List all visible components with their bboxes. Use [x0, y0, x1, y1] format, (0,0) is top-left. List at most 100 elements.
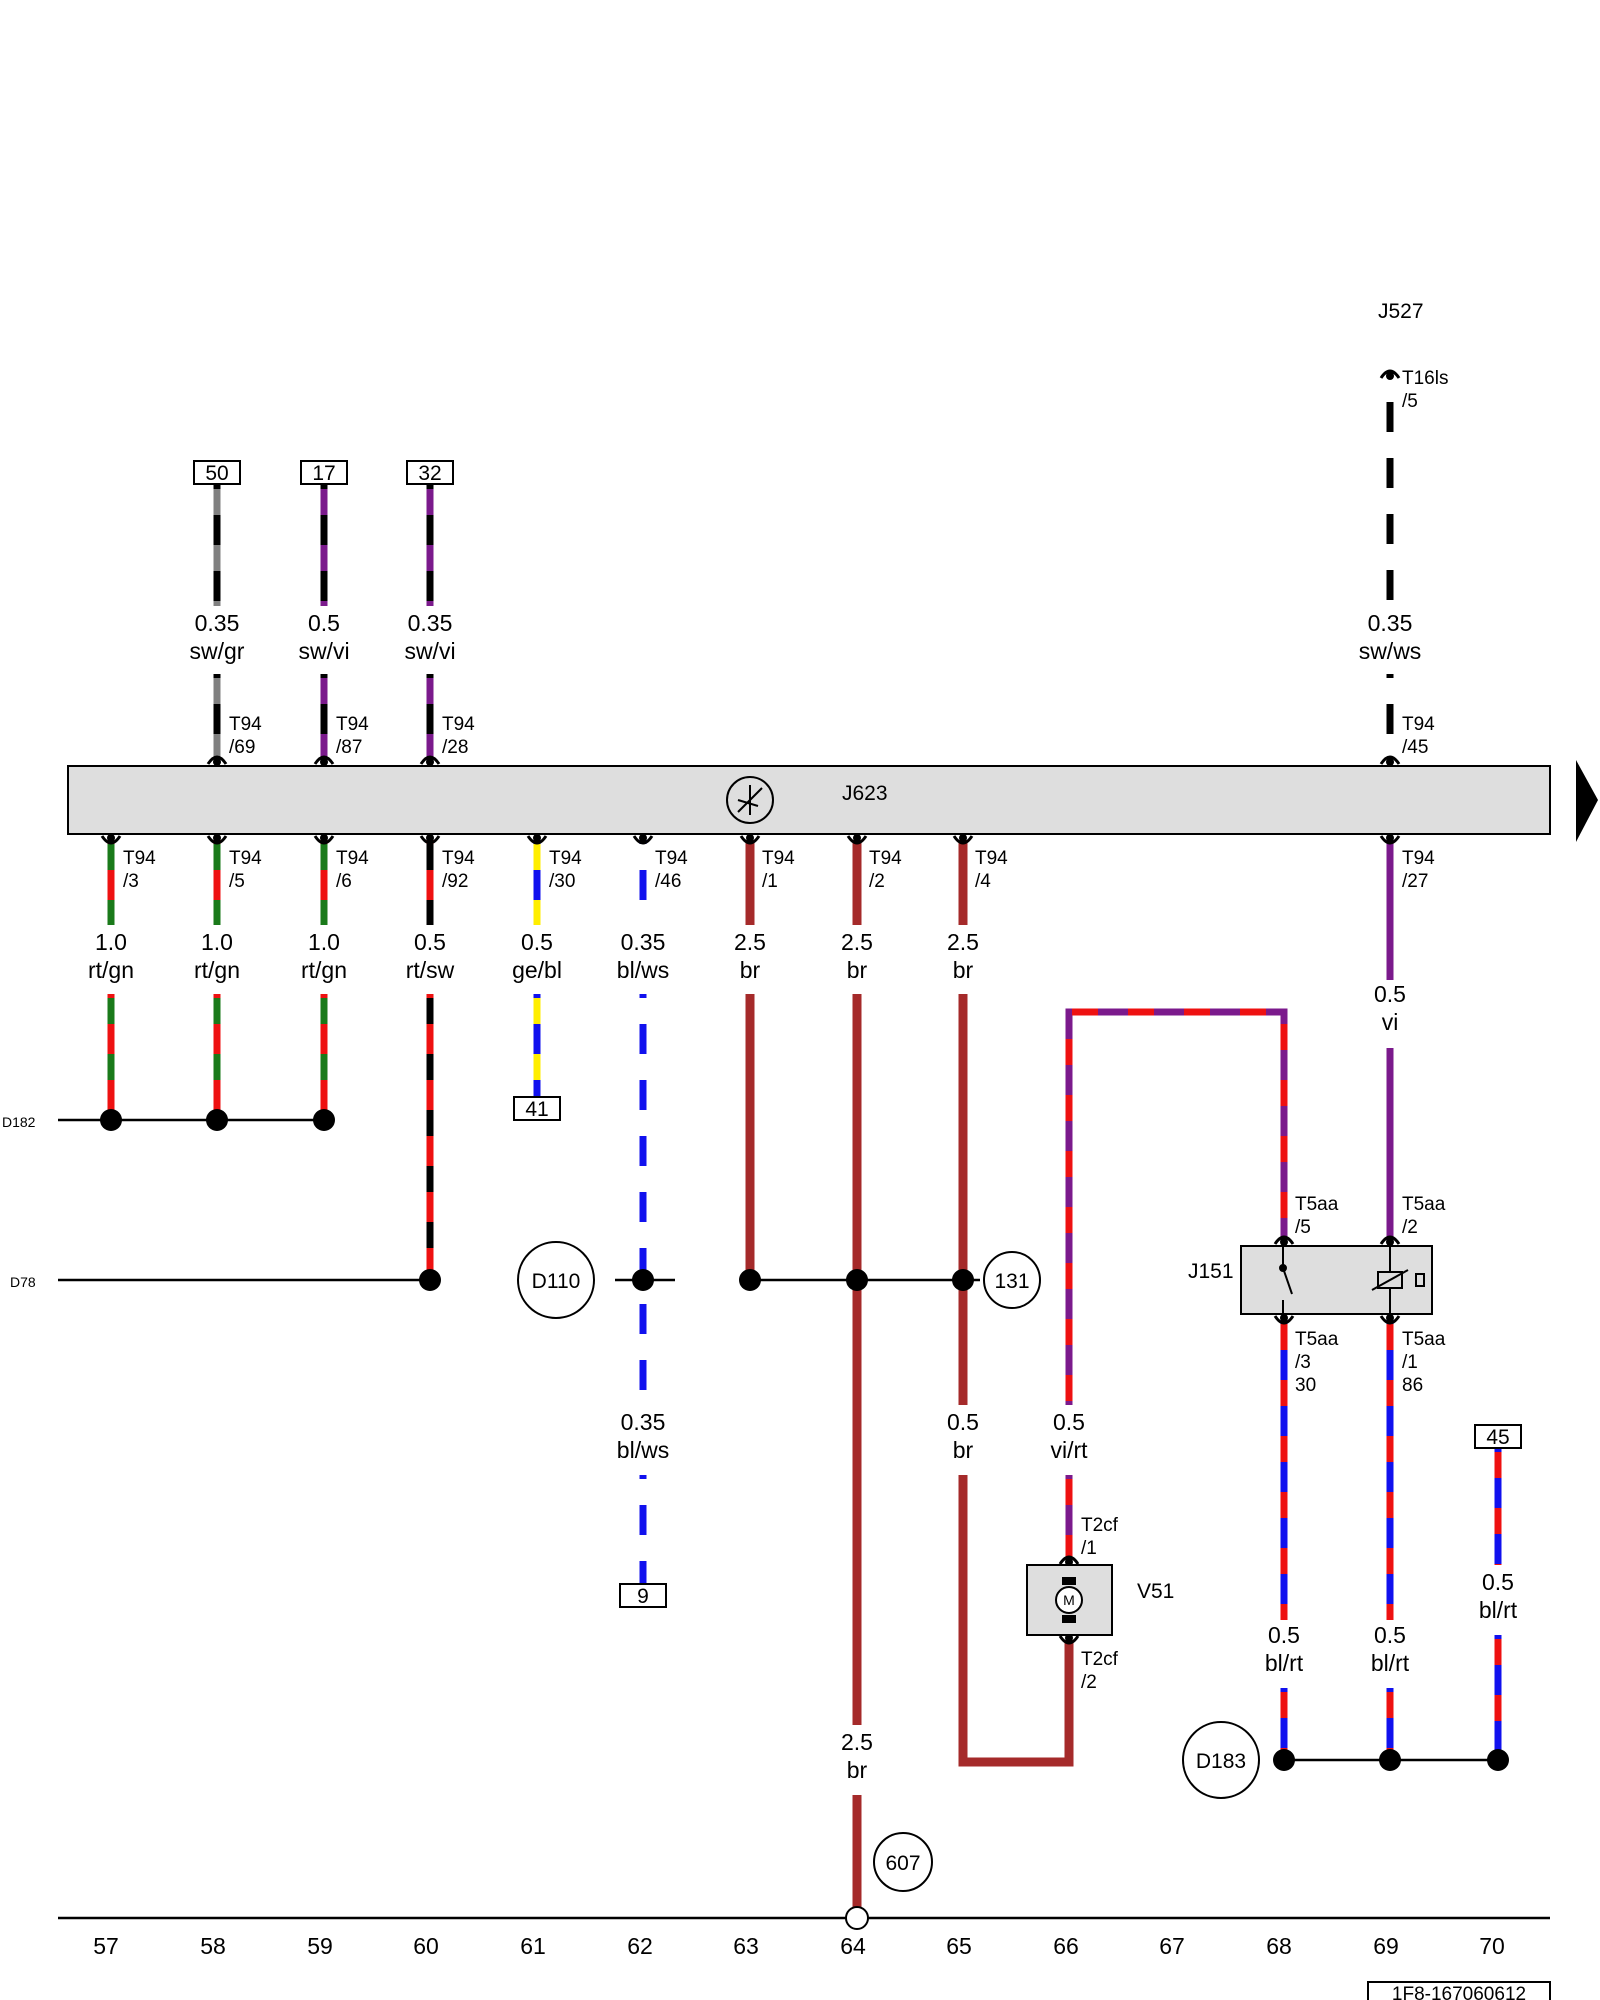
terminal-pin: [959, 834, 967, 842]
terminal-arc: [419, 835, 441, 845]
terminal-pin: [213, 758, 221, 766]
relay-j151[interactable]: J151: [1188, 1245, 1433, 1315]
pin-label: T94: [229, 714, 262, 735]
junction-dot: [1487, 1749, 1509, 1771]
pin-label: /4: [975, 871, 991, 892]
pin-label: T94: [975, 848, 1008, 869]
motor-v51[interactable]: M V51: [1026, 1564, 1174, 1636]
pin-label: /28: [442, 737, 468, 758]
pin-label: 30: [1295, 1375, 1316, 1396]
pin-label: T5aa: [1295, 1329, 1339, 1350]
ref-box-50[interactable]: 50: [193, 460, 241, 485]
pin-label: T2cf: [1081, 1515, 1119, 1536]
pin-label: /2: [869, 871, 885, 892]
column-number: 69: [1373, 1933, 1399, 1959]
wire-label-color: rt/gn: [194, 957, 240, 983]
terminal-pin: [1065, 1558, 1073, 1566]
terminal-pin: [853, 834, 861, 842]
terminal-arc: [1379, 369, 1401, 379]
column-number: 62: [627, 1933, 653, 1959]
svg-text:32: 32: [418, 462, 441, 485]
terminal-arc: [1379, 755, 1401, 765]
junction-607[interactable]: 607: [873, 1832, 933, 1892]
ground-terminal[interactable]: [845, 1906, 869, 1930]
terminal-arc: [1379, 1235, 1401, 1245]
j623-symbol-icon: [726, 776, 774, 824]
svg-text:1F8-167060612: 1F8-167060612: [1392, 1984, 1526, 2000]
pin-label: T94: [336, 848, 369, 869]
pin-label: /27: [1402, 871, 1428, 892]
junction-d110[interactable]: D110: [517, 1241, 595, 1319]
wire-label-color: bl/rt: [1479, 1597, 1518, 1623]
terminal-connector-icon: [313, 755, 335, 766]
c131-label: 131: [994, 1270, 1029, 1293]
junction-d183[interactable]: D183: [1182, 1721, 1260, 1799]
ref-box-17[interactable]: 17: [300, 460, 348, 485]
d183-label: D183: [1196, 1750, 1246, 1773]
d183-circle: [1182, 1721, 1260, 1799]
terminal-arc: [526, 835, 548, 845]
pin-label: /5: [1295, 1217, 1311, 1238]
junction-dot: [739, 1269, 761, 1291]
terminal-pin: [533, 834, 541, 842]
terminal-connector-icon: [1273, 1235, 1295, 1246]
terminal-connector-icon: [952, 834, 974, 845]
continuation-arrow-icon[interactable]: [1576, 760, 1598, 842]
terminal-connector-icon: [846, 834, 868, 845]
c131-circle: [983, 1251, 1041, 1309]
pin-label: 86: [1402, 1375, 1423, 1396]
junction-dot: [419, 1269, 441, 1291]
terminal-connector-icon: [419, 755, 441, 766]
pin-label: T94: [549, 848, 582, 869]
ref-box-41[interactable]: 41: [513, 1096, 561, 1121]
terminal-connector-icon: [1379, 755, 1401, 766]
j151-label: J151: [1188, 1260, 1234, 1283]
wire-label-size: 0.5: [1374, 1622, 1406, 1648]
terminal-arc: [1379, 835, 1401, 845]
wire-label-size: 0.35: [408, 610, 453, 636]
c607-circle: [873, 1832, 933, 1892]
pin-label: T5aa: [1402, 1329, 1446, 1350]
column-number: 63: [733, 1933, 759, 1959]
pin-label: T94: [442, 714, 475, 735]
junction-131[interactable]: 131: [983, 1251, 1041, 1309]
ref-box-45[interactable]: 45: [1474, 1424, 1522, 1449]
bus-d182-label: D182: [2, 1114, 36, 1130]
terminal-connector-icon: [206, 834, 228, 845]
column-number: 64: [840, 1933, 866, 1959]
wire: [1065, 1008, 1288, 1405]
wire-label-size: 0.5: [308, 610, 340, 636]
terminal-connector-icon: [1058, 1634, 1080, 1645]
wire-label-size: 2.5: [947, 929, 979, 955]
terminal-arc: [1273, 1235, 1295, 1245]
wire-label-size: 0.5: [947, 1409, 979, 1435]
bus-lines: [58, 1118, 1550, 1920]
pin-label: /69: [229, 737, 255, 758]
wire-label-size: 2.5: [841, 1729, 873, 1755]
terminal-arc: [952, 835, 974, 845]
terminal-connector-icon: [313, 834, 335, 845]
junction-dot: [206, 1109, 228, 1131]
wire-label-color: sw/gr: [190, 638, 245, 664]
terminal-connector-icon: [1379, 1314, 1401, 1325]
pin-label: /3: [123, 871, 139, 892]
terminal-pin: [1386, 1314, 1394, 1322]
wire-label-color: br: [953, 957, 974, 983]
control-unit-j623[interactable]: J623: [67, 765, 1551, 835]
wire-label-color: ge/bl: [512, 957, 562, 983]
svg-text:50: 50: [205, 462, 228, 485]
ref-box-32[interactable]: 32: [406, 460, 454, 485]
ref-box-9[interactable]: 9: [619, 1583, 667, 1608]
terminal-pin: [1386, 372, 1394, 380]
c607-label: 607: [885, 1852, 920, 1875]
terminal-pin: [426, 758, 434, 766]
pin-label: /6: [336, 871, 352, 892]
wire-label-color: rt/gn: [301, 957, 347, 983]
terminal-connector-icon: [1379, 369, 1401, 380]
wire-label-size: 0.35: [621, 929, 666, 955]
terminal-connector-icon: [632, 834, 654, 845]
junction-dot: [952, 1269, 974, 1291]
drawing-number: 1F8-167060612: [1367, 1981, 1551, 2000]
d110-circle: [517, 1241, 595, 1319]
